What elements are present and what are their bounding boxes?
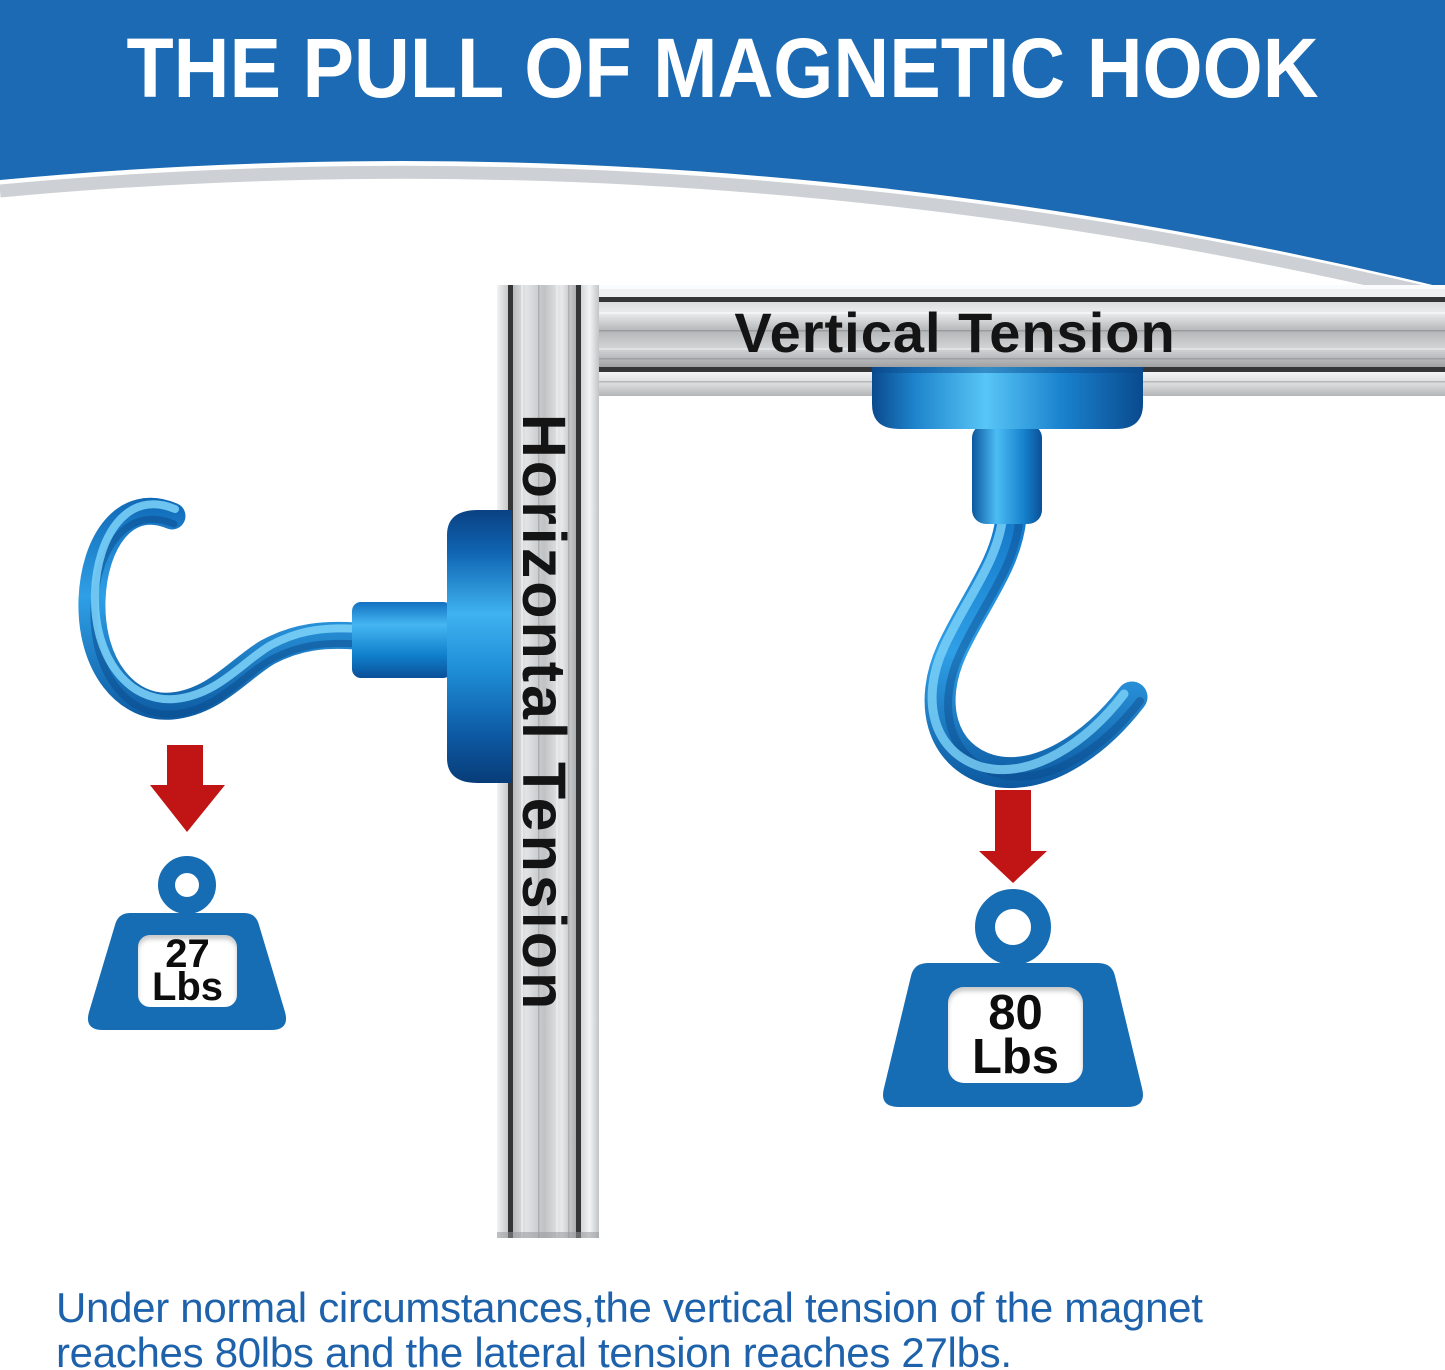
silver-stripe: [0, 165, 1445, 304]
left-magnetic-hook-icon: [78, 497, 512, 783]
right-hook-cup-rim: [872, 367, 1143, 373]
caption-line-2: reaches 80lbs and the lateral tension re…: [56, 1329, 1012, 1370]
right-hook-magnet-cup: [872, 367, 1143, 429]
left-hook-wire-shadow: [90, 515, 362, 718]
vertical-tension-label: Vertical Tension: [734, 300, 1176, 364]
right-weight-value: 80: [988, 986, 1043, 1040]
left-weight-value: 27: [165, 932, 210, 976]
right-hook-wire-shadow: [944, 518, 1144, 781]
left-down-arrow-icon: [150, 745, 225, 832]
right-weight-ring: [975, 889, 1051, 965]
right-weight-label: 80 Lbs: [948, 987, 1083, 1083]
left-weight-label: 27 Lbs: [138, 932, 237, 1009]
horizontal-tension-label: Horizontal Tension: [510, 413, 578, 1013]
right-down-arrow-icon: [979, 790, 1047, 883]
header-banner: [0, 0, 1445, 304]
header-curve: [0, 0, 1445, 288]
left-hook-magnet-cup: [447, 510, 512, 783]
right-hook-wire-highlight: [927, 510, 1129, 775]
right-magnetic-hook-icon: [872, 367, 1148, 789]
left-weight-ring: [158, 856, 216, 914]
page-title: THE PULL OF MAGNETIC HOOK: [126, 21, 1319, 115]
caption: Under normal circumstances,the vertical …: [56, 1285, 1421, 1370]
caption-line-1: Under normal circumstances,the vertical …: [56, 1284, 1203, 1331]
left-weight-unit: Lbs: [151, 965, 224, 1009]
right-weight-unit: Lbs: [971, 1030, 1060, 1084]
right-hook-stem: [972, 424, 1042, 524]
left-hook-wire-highlight: [90, 500, 363, 704]
left-hook-stem: [352, 602, 452, 678]
right-hook-wire: [924, 502, 1148, 789]
